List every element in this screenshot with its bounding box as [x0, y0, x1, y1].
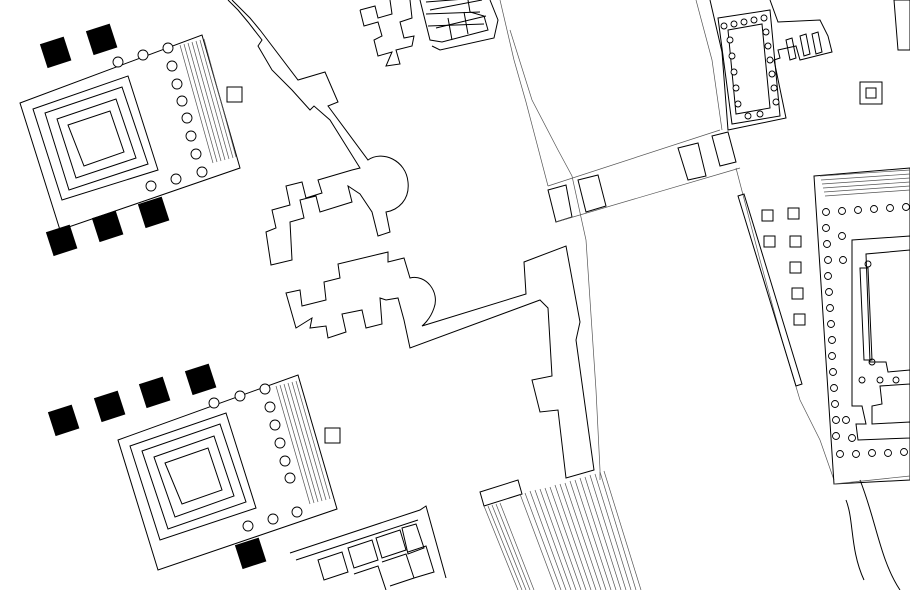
temple-upper-left — [19, 34, 243, 231]
temple-right-cella — [851, 235, 910, 441]
temple-right — [813, 167, 910, 590]
temple-ur-annex — [785, 31, 823, 61]
gate-right-1 — [677, 142, 707, 181]
grand-stairs — [479, 470, 642, 590]
cella-core — [67, 110, 125, 167]
cella-inner-2 — [153, 435, 235, 518]
temple-right-podium — [813, 167, 910, 485]
temple-columns-2 — [208, 383, 303, 532]
temple-right-inner-wall — [859, 267, 873, 361]
grid-lines — [425, 0, 485, 27]
wall-upper — [227, 0, 409, 266]
stairs-top-block — [479, 479, 523, 507]
grid-cells-row1 — [317, 523, 425, 581]
cella-outer-2 — [129, 412, 257, 541]
cella-inner — [56, 98, 137, 179]
temple-stairs — [179, 38, 237, 164]
pillars-upper-left — [39, 23, 170, 257]
grid-cells-row2 — [353, 545, 435, 590]
grid-line-1 — [295, 519, 419, 561]
gate-right-2 — [711, 131, 737, 167]
temple-upper-right — [709, 0, 833, 131]
cella-core-2 — [164, 447, 223, 505]
grid-wall-a — [359, 0, 415, 67]
grid-building-bottom — [289, 505, 447, 590]
cella-outer — [32, 75, 159, 201]
cella-mid-2 — [141, 423, 247, 530]
wall-lower — [285, 245, 595, 479]
road-edge-right — [509, 29, 601, 480]
temple-lower-left — [117, 374, 341, 571]
temple-stairs-2 — [275, 380, 331, 505]
square-base-a — [859, 81, 883, 105]
square-base-a-inner — [865, 87, 877, 99]
temple-ur-cella — [717, 9, 781, 125]
cella-mid — [44, 86, 149, 191]
temple-right-curve — [845, 479, 901, 590]
temple-columns — [112, 42, 208, 192]
apse-building-lower — [285, 245, 595, 479]
apse-building-upper — [227, 0, 409, 266]
small-bases-right — [761, 0, 910, 326]
road-upper — [695, 0, 723, 131]
temple-ur-outline — [709, 0, 833, 131]
gate-left-2 — [577, 174, 607, 213]
small-base-2 — [324, 427, 341, 444]
edge-building-top — [893, 0, 910, 51]
central-road — [499, 0, 835, 481]
grid-wall-b — [419, 0, 499, 51]
stairs-left-group — [483, 502, 535, 590]
road-crossing — [547, 129, 741, 223]
temple-ur-columns — [720, 14, 780, 120]
temple-right-base — [833, 475, 910, 485]
temple-right-columns — [822, 203, 910, 458]
gate-left-1 — [547, 184, 573, 223]
grid-outline — [289, 505, 447, 579]
grid-building-top — [359, 0, 499, 67]
pillars-lower-left — [47, 363, 267, 570]
long-wall — [737, 193, 803, 387]
small-base — [226, 86, 243, 103]
temple-right-stairs — [819, 169, 910, 197]
stairs-right-group — [519, 470, 642, 590]
road-edge-left — [499, 0, 549, 187]
